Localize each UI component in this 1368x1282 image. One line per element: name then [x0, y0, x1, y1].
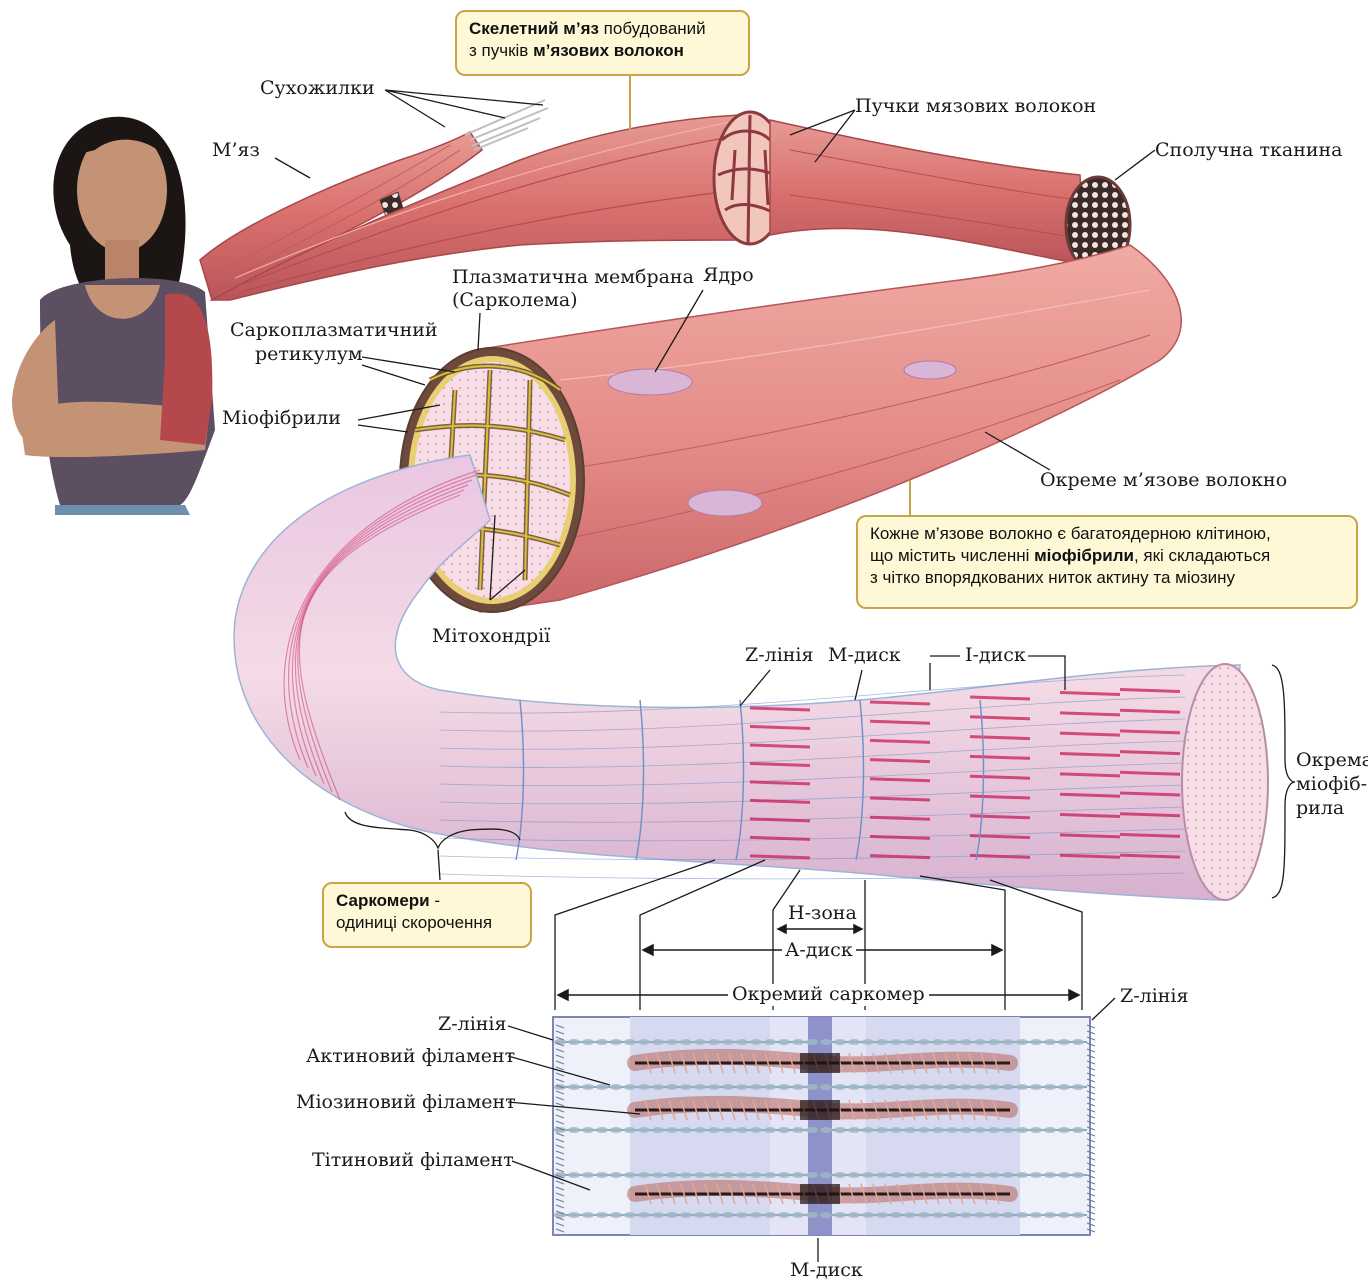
label-m-disc-bottom: М-диск — [790, 1260, 863, 1282]
callout-text: - — [430, 891, 440, 910]
label-mitochondria: Мітохондрії — [432, 626, 550, 648]
label-h-zone: Н-зона — [788, 903, 857, 925]
label-plasma-membrane: Плазматична мембрана — [452, 267, 694, 289]
label-i-disc: I-диск — [965, 645, 1026, 667]
callout-text: з чітко впорядкованих ниток актину та мі… — [870, 567, 1344, 589]
callout-bold-text: Скелетний м’яз — [469, 19, 599, 38]
label-sarcoplasmic-reticulum-1: Саркоплазматичний — [230, 320, 438, 342]
label-muscle: М’яз — [212, 140, 260, 162]
callout-muscle-fiber: Кожне м’язове волокно є багатоядерною кл… — [856, 515, 1358, 609]
callout-text: з пучків — [469, 41, 533, 60]
callout-text: , які складаються — [1134, 546, 1270, 565]
callout-text: побудований — [599, 19, 706, 38]
callout-bold-text: Саркомери — [336, 891, 430, 910]
callout-bold-text: м’язових волокон — [533, 41, 684, 60]
label-titin: Тітиновий філамент — [312, 1150, 514, 1172]
label-single-sarcomere: Окремий саркомер — [728, 984, 929, 1006]
label-m-disc-top: М-диск — [828, 645, 901, 667]
label-sarcolemma: (Сарколема) — [452, 290, 578, 312]
label-single-fiber: Окреме м’язове волокно — [1040, 470, 1287, 492]
label-z-line-left: Z-лінія — [438, 1014, 507, 1036]
label-tendons: Сухожилки — [260, 78, 375, 100]
label-fascicles: Пучки мязових волокон — [855, 96, 1096, 118]
sarcomere-panel — [553, 1017, 1095, 1235]
callout-text: одиниці скорочення — [336, 912, 518, 934]
callout-skeletal-muscle: Скелетний м’яз побудований з пучків м’яз… — [455, 10, 750, 76]
label-myosin: Міозиновий філамент — [296, 1092, 516, 1114]
label-actin: Актиновий філамент — [306, 1046, 515, 1068]
label-sarcoplasmic-reticulum-2: ретикулум — [255, 344, 363, 366]
label-myofibrils: Міофібрили — [222, 408, 341, 430]
label-z-line-right: Z-лінія — [1120, 986, 1189, 1008]
label-single-myofibril-3: рила — [1296, 798, 1344, 820]
label-a-disc: А-диск — [782, 940, 856, 962]
callout-text: Кожне м’язове волокно є багатоядерною кл… — [870, 523, 1344, 545]
callout-text: що містить численні — [870, 546, 1034, 565]
callout-bold-text: міофібрили — [1034, 546, 1134, 565]
label-single-myofibril-2: міофіб- — [1296, 774, 1367, 796]
label-single-myofibril-1: Окрема — [1296, 750, 1368, 772]
label-z-line-top: Z-лінія — [745, 645, 814, 667]
label-connective-tissue: Сполучна тканина — [1155, 140, 1343, 162]
woman-figure — [12, 117, 215, 515]
label-nucleus: Ядро — [703, 265, 754, 287]
callout-sarcomeres: Саркомери - одиниці скорочення — [322, 882, 532, 948]
